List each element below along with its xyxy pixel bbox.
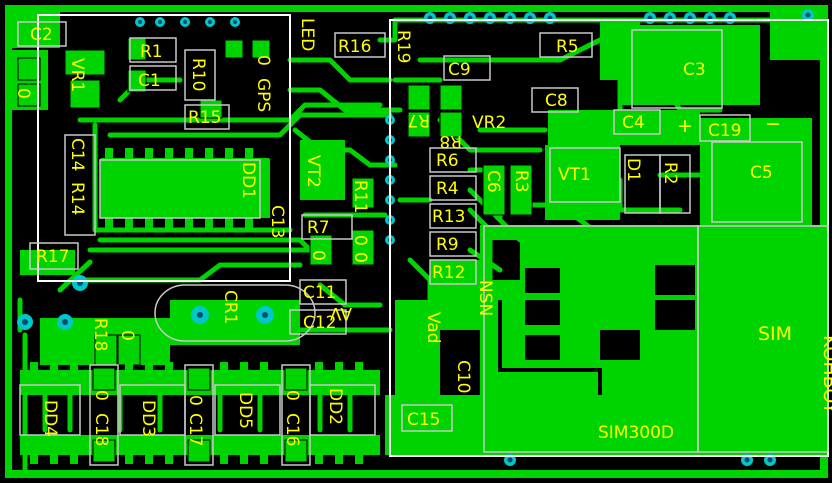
label-led: LED [297,18,317,51]
label-c14: C14 [67,138,87,172]
label-dd5: DD5 [235,392,255,429]
label-r1: R1 [140,42,163,62]
label-dd4: DD4 [40,400,60,437]
label-r7-top: R7 [407,110,430,130]
label-c12: C12 [303,313,337,333]
label-zero-r18: 0 [117,330,137,341]
label-zero-r11b: 0 [350,252,370,263]
label-vr1: VR1 [67,58,87,92]
label-r11: R11 [350,180,370,213]
label-r5: R5 [556,37,579,57]
label-r16: R16 [338,37,371,57]
label-r19: R19 [393,30,413,63]
copper-layer [5,5,828,478]
label-vt1: VT1 [558,165,591,185]
label-r14: R14 [67,182,87,215]
label-vr2: VR2 [472,113,506,133]
label-dd1: DD1 [238,162,258,199]
label-sim300d: SIM300D [598,423,674,443]
label-c13: C13 [267,205,287,239]
label-c3: C3 [683,60,706,80]
label-c8: C8 [545,91,568,111]
label-c1: C1 [138,71,161,91]
label-sim: SIM [758,323,792,345]
label-r7-mid: R7 [307,218,330,238]
label-vt2: VT2 [303,155,323,188]
label-r3: R3 [511,170,531,193]
label-r4: R4 [436,179,459,199]
label-plus: + [677,115,693,137]
label-zero-dd3: 0 [185,395,205,406]
label-minus: − [765,113,781,135]
label-c17: C17 [185,413,205,447]
label-dd2: DD2 [325,388,345,425]
label-c15: C15 [407,410,441,430]
silkscreen-outlines [17,14,829,466]
label-dd3: DD3 [138,400,158,437]
pad-layer [17,37,533,464]
label-c4: C4 [622,113,645,133]
label-c2: C2 [30,25,53,45]
label-c19: C19 [708,121,742,141]
label-c6: C6 [483,170,503,193]
via-layer [17,9,814,466]
label-r2: R2 [660,162,680,185]
label-gps: GPS [253,78,273,112]
label-r8: R8 [439,131,462,151]
label-c9: C9 [448,60,471,80]
label-zero-left: 0 [13,88,33,99]
label-r12: R12 [432,263,465,283]
label-c11: C11 [303,283,337,303]
label-c18: C18 [91,413,111,447]
label-c16: C16 [282,413,302,447]
label-r9: R9 [436,235,459,255]
label-zero-dd5: 0 [282,390,302,401]
label-r6: R6 [436,151,459,171]
label-zero-dd4: 0 [91,390,111,401]
label-zero-r11: 0 [350,235,370,246]
label-kohboy: KOHBOY [819,335,832,414]
label-av: AV [329,303,352,323]
label-r18: R18 [90,318,110,351]
label-r10: R10 [188,58,208,91]
label-d1: D1 [623,158,643,182]
label-zero-r7: 0 [308,250,328,261]
label-zero-gps: 0 [253,55,273,66]
label-nsn: NSN [475,280,495,316]
label-vad: Vad [423,312,443,344]
label-c10: C10 [453,360,473,394]
label-cr1: CR1 [220,290,240,325]
label-r13: R13 [432,207,465,227]
label-r17: R17 [36,247,69,267]
label-c5: C5 [750,163,773,183]
label-r15: R15 [188,108,221,128]
silkscreen-labels: C2 VR1 0 R1 C1 R10 R15 0 GPS LED R16 R19… [13,18,832,447]
